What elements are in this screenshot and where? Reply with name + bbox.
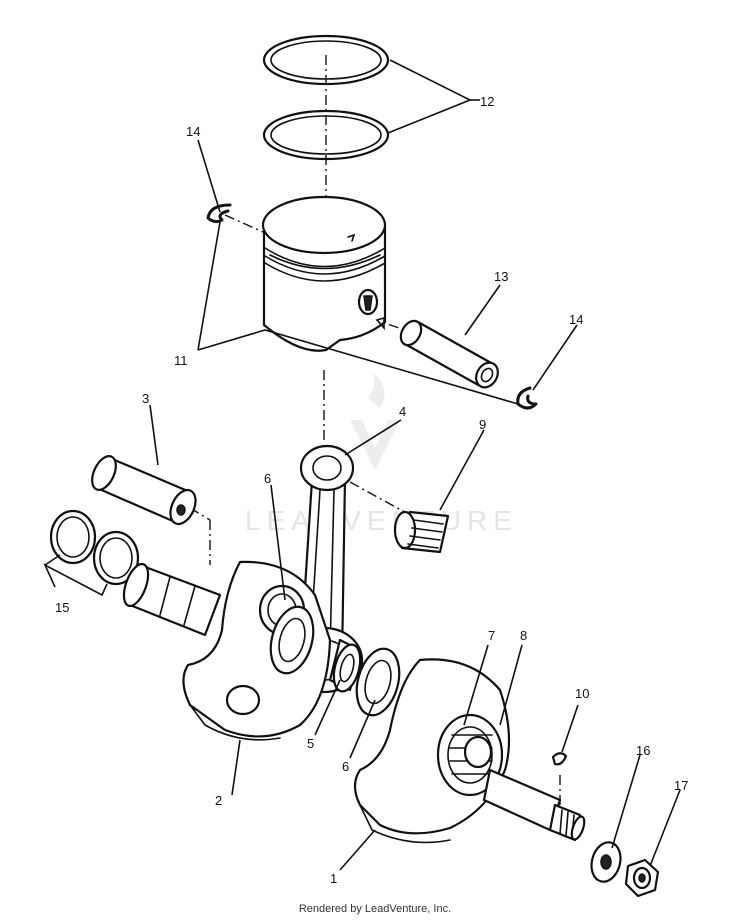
washer: [590, 841, 622, 883]
thrust-washer-left: [269, 605, 315, 675]
callout-6-lower: 6: [342, 759, 349, 774]
piston-ring-lower: [262, 109, 390, 161]
footer-credit: Rendered by LeadVenture, Inc.: [298, 903, 452, 915]
seal-outer: [49, 509, 97, 565]
callout-4: 4: [399, 404, 406, 419]
callout-14-left: 14: [186, 124, 200, 139]
piston: [261, 195, 387, 352]
nut: [624, 858, 660, 898]
watermark-text: LEADVENTURE: [245, 505, 518, 536]
callout-7: 7: [488, 628, 495, 643]
callout-1: 1: [330, 871, 337, 886]
piston-pin: [399, 319, 499, 389]
callout-6-upper: 6: [264, 471, 271, 486]
woodruff-key: [551, 752, 568, 766]
main-bearing: [328, 638, 362, 693]
callout-12: 12: [480, 94, 494, 109]
callout-9: 9: [479, 417, 486, 432]
callout-11: 11: [174, 353, 188, 368]
watermark-logo: LEADVENTURE: [245, 372, 518, 536]
crank-pin: [91, 455, 197, 526]
callout-17: 17: [674, 778, 688, 793]
callout-5: 5: [307, 736, 314, 751]
callout-3: 3: [142, 391, 149, 406]
seal-inner: [92, 530, 140, 586]
needle-bearing-small-end: [393, 510, 450, 554]
circlip-right: [516, 386, 538, 410]
thrust-washer-right: [355, 647, 401, 717]
callout-16: 16: [636, 743, 650, 758]
callout-14-right: 14: [569, 312, 583, 327]
callout-13: 13: [494, 269, 508, 284]
callout-15: 15: [55, 600, 69, 615]
callout-2: 2: [215, 793, 222, 808]
circlip-left: [206, 203, 232, 224]
callout-8: 8: [520, 628, 527, 643]
piston-ring-upper: [262, 34, 390, 86]
callout-10: 10: [575, 686, 589, 701]
